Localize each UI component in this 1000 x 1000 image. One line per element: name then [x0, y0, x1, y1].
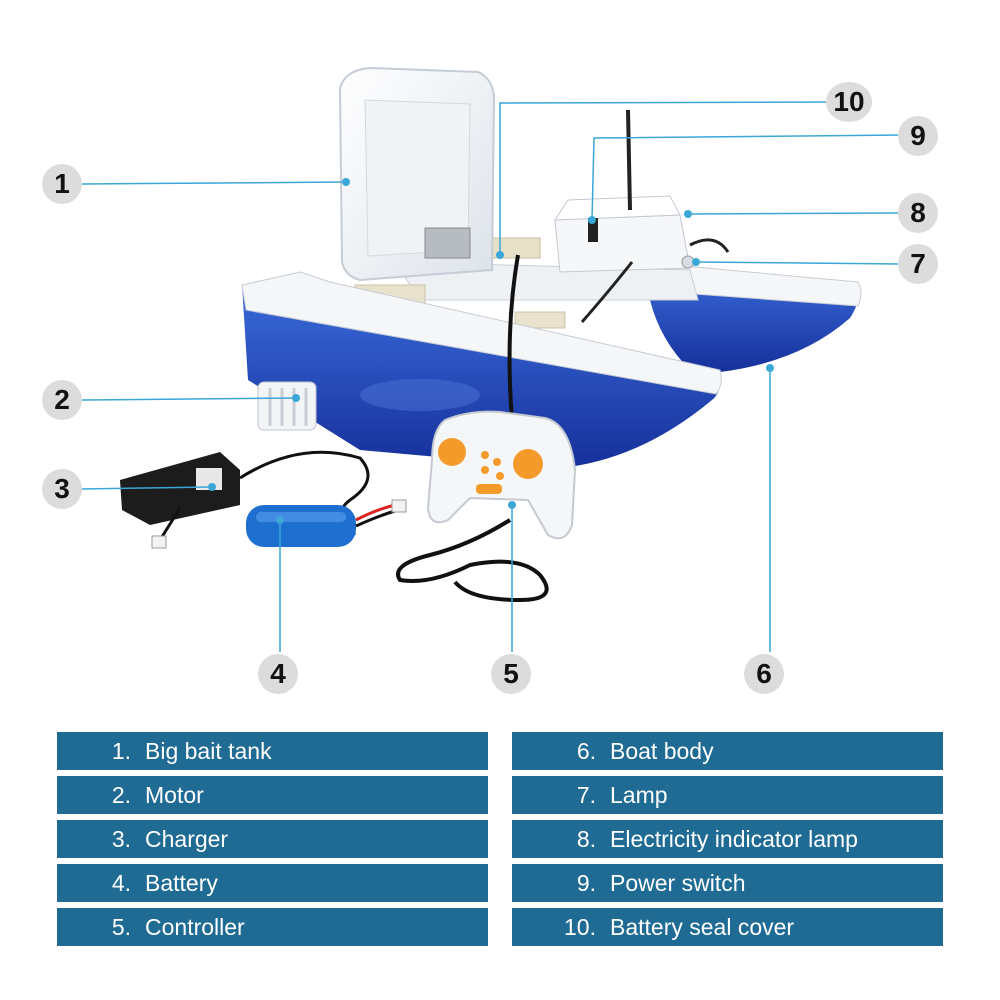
callout-7: 7 — [898, 244, 938, 284]
callout-5: 5 — [491, 654, 531, 694]
left-joystick — [438, 438, 466, 466]
legend-item-10: 10. Battery seal cover — [512, 908, 943, 946]
legend-number: 2. — [111, 781, 131, 808]
callout-4: 4 — [258, 654, 298, 694]
legend-number: 1. — [111, 737, 131, 764]
legend-label: Big bait tank — [145, 737, 272, 764]
legend-label: Charger — [145, 825, 229, 852]
legend-item-7: 7. Lamp — [512, 776, 943, 814]
legend-label: Battery — [145, 869, 218, 896]
legend-number: 10. — [564, 913, 596, 940]
legend-number: 4. — [111, 869, 131, 896]
bait-boat-diagram — [81, 66, 899, 652]
legend-item-1: 1. Big bait tank — [57, 732, 488, 770]
legend-item-3: 3. Charger — [57, 820, 488, 858]
legend-label: Power switch — [610, 869, 746, 896]
legend-label: Electricity indicator lamp — [610, 825, 858, 852]
callout-10: 10 — [826, 82, 872, 122]
controller — [396, 254, 577, 603]
legend-label: Motor — [145, 781, 204, 808]
leader-lines — [81, 101, 899, 652]
legend-item-9: 9. Power switch — [512, 864, 943, 902]
legend-item-6: 6. Boat body — [512, 732, 943, 770]
legend-item-4: 4. Battery — [57, 864, 488, 902]
legend-label: Battery seal cover — [610, 913, 795, 940]
legend-item-5: 5. Controller — [57, 908, 488, 946]
legend-number: 3. — [111, 825, 131, 852]
legend-label: Boat body — [610, 737, 714, 764]
hinge — [424, 227, 471, 259]
legend-number: 9. — [576, 869, 596, 896]
legend-label: Lamp — [610, 781, 668, 808]
legend-item-2: 2. Motor — [57, 776, 488, 814]
legend-number: 5. — [111, 913, 131, 940]
right-joystick — [513, 449, 543, 479]
legend-item-8: 8. Electricity indicator lamp — [512, 820, 943, 858]
battery — [246, 499, 407, 547]
legend-number: 6. — [576, 737, 596, 764]
legend-label: Controller — [145, 913, 245, 940]
callout-9: 9 — [898, 116, 938, 156]
motor — [257, 381, 317, 431]
callout-8: 8 — [898, 193, 938, 233]
left-hull — [241, 271, 722, 468]
callout-3: 3 — [42, 469, 82, 509]
antenna — [626, 109, 632, 211]
callout-6: 6 — [744, 654, 784, 694]
control-box — [554, 109, 730, 323]
leader-dots — [208, 178, 774, 524]
legend-number: 7. — [576, 781, 596, 808]
power-switch-knob — [588, 218, 598, 242]
bait-tank-lid — [338, 66, 496, 282]
legend-number: 8. — [576, 825, 596, 852]
callout-1: 1 — [42, 164, 82, 204]
callout-2: 2 — [42, 380, 82, 420]
